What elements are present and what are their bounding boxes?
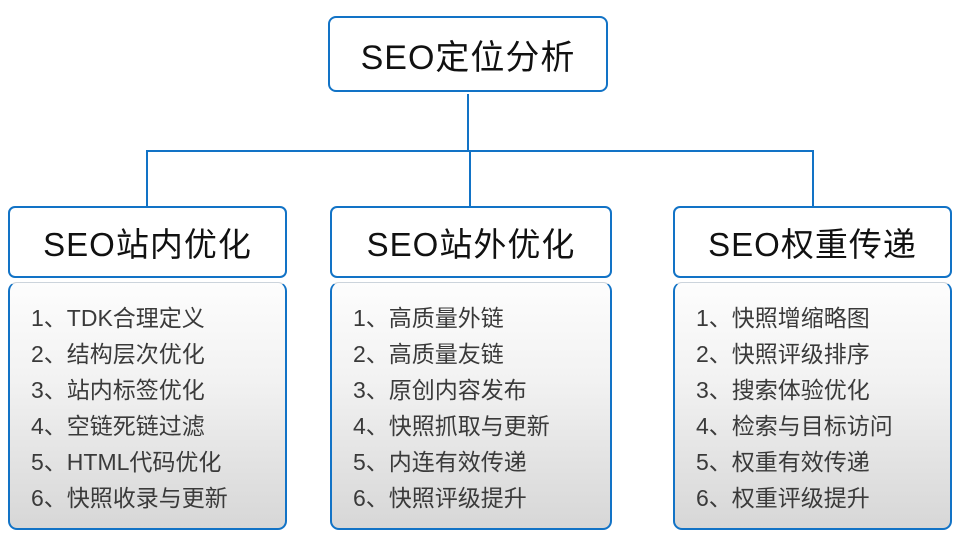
column-offsite-title: SEO站外优化 xyxy=(366,226,576,263)
list-item: 4、快照抓取与更新 xyxy=(353,413,550,439)
column-weight-title: SEO权重传递 xyxy=(708,226,917,263)
list-item: 1、高质量外链 xyxy=(353,305,504,331)
list-item: 4、检索与目标访问 xyxy=(696,413,893,439)
list-item: 3、原创内容发布 xyxy=(353,377,527,403)
column-onsite-list: 1、TDK合理定义 2、结构层次优化 3、站内标签优化 4、空链死链过滤 5、H… xyxy=(8,282,287,530)
column-weight-header: SEO权重传递 xyxy=(673,206,952,278)
connector-root-stem xyxy=(467,94,469,151)
connector-drop-right xyxy=(812,150,814,207)
connector-horizontal-bar xyxy=(146,150,814,152)
column-weight-list: 1、快照增缩略图 2、快照评级排序 3、搜索体验优化 4、检索与目标访问 5、权… xyxy=(673,282,952,530)
list-item: 1、快照增缩略图 xyxy=(696,305,870,331)
root-node: SEO定位分析 xyxy=(328,16,608,92)
column-offsite-list: 1、高质量外链 2、高质量友链 3、原创内容发布 4、快照抓取与更新 5、内连有… xyxy=(330,282,612,530)
list-item: 2、结构层次优化 xyxy=(31,341,205,367)
list-item: 2、高质量友链 xyxy=(353,341,504,367)
list-item: 6、快照评级提升 xyxy=(353,485,527,511)
connector-drop-left xyxy=(146,150,148,207)
root-node-title: SEO定位分析 xyxy=(360,38,576,77)
list-item: 5、权重有效传递 xyxy=(696,449,870,475)
column-onsite: SEO站内优化 1、TDK合理定义 2、结构层次优化 3、站内标签优化 4、空链… xyxy=(8,206,287,530)
column-weight: SEO权重传递 1、快照增缩略图 2、快照评级排序 3、搜索体验优化 4、检索与… xyxy=(673,206,952,530)
list-item: 3、站内标签优化 xyxy=(31,377,205,403)
list-item: 3、搜索体验优化 xyxy=(696,377,870,403)
list-item: 2、快照评级排序 xyxy=(696,341,870,367)
column-onsite-title: SEO站内优化 xyxy=(43,226,252,263)
connector-drop-middle xyxy=(469,150,471,207)
list-item: 5、内连有效传递 xyxy=(353,449,527,475)
list-item: 4、空链死链过滤 xyxy=(31,413,205,439)
column-onsite-header: SEO站内优化 xyxy=(8,206,287,278)
list-item: 6、快照收录与更新 xyxy=(31,485,228,511)
list-item: 6、权重评级提升 xyxy=(696,485,870,511)
column-offsite: SEO站外优化 1、高质量外链 2、高质量友链 3、原创内容发布 4、快照抓取与… xyxy=(330,206,612,530)
column-offsite-header: SEO站外优化 xyxy=(330,206,612,278)
list-item: 5、HTML代码优化 xyxy=(31,449,222,475)
list-item: 1、TDK合理定义 xyxy=(31,305,205,331)
